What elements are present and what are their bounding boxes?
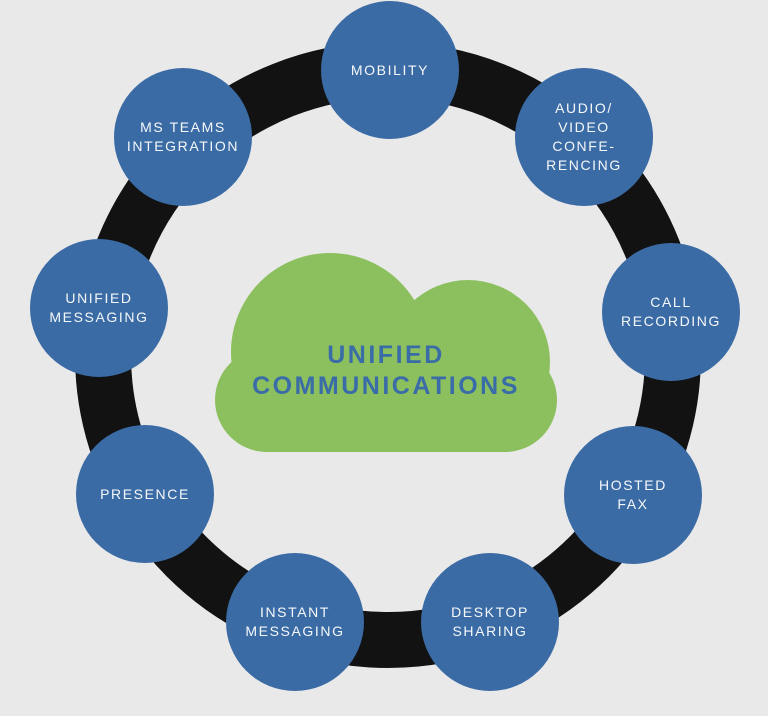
- node-ms-teams-integration-label: MS TEAMS INTEGRATION: [126, 119, 240, 154]
- node-unified-messaging-label: UNIFIED MESSAGING: [49, 290, 149, 325]
- node-instant-messaging: INSTANT MESSAGING: [226, 553, 364, 691]
- cloud-body: [215, 348, 557, 452]
- node-call-recording-label: CALL RECORDING: [621, 294, 721, 329]
- node-mobility: MOBILITY: [321, 1, 459, 139]
- node-hosted-fax-label: HOSTED FAX: [599, 477, 667, 512]
- center-title-line2: COMMUNICATIONS: [252, 372, 520, 400]
- node-audio-video-conferencing: AUDIO/ VIDEO CONFE- RENCING: [515, 68, 653, 206]
- center-title: UNIFIED COMMUNICATIONS: [215, 340, 557, 402]
- node-presence-label: PRESENCE: [100, 485, 190, 502]
- node-presence: PRESENCE: [76, 425, 214, 563]
- node-desktop-sharing-label: DESKTOP SHARING: [451, 604, 529, 639]
- node-call-recording: CALL RECORDING: [602, 243, 740, 381]
- node-instant-messaging-label: INSTANT MESSAGING: [245, 604, 345, 639]
- node-hosted-fax: HOSTED FAX: [564, 426, 702, 564]
- node-ms-teams-integration: MS TEAMS INTEGRATION: [114, 68, 252, 206]
- node-mobility-label: MOBILITY: [350, 61, 430, 78]
- node-desktop-sharing: DESKTOP SHARING: [421, 553, 559, 691]
- node-unified-messaging: UNIFIED MESSAGING: [30, 239, 168, 377]
- node-audio-video-conferencing-label: AUDIO/ VIDEO CONFE- RENCING: [546, 100, 622, 173]
- center-title-line1: UNIFIED: [327, 341, 445, 369]
